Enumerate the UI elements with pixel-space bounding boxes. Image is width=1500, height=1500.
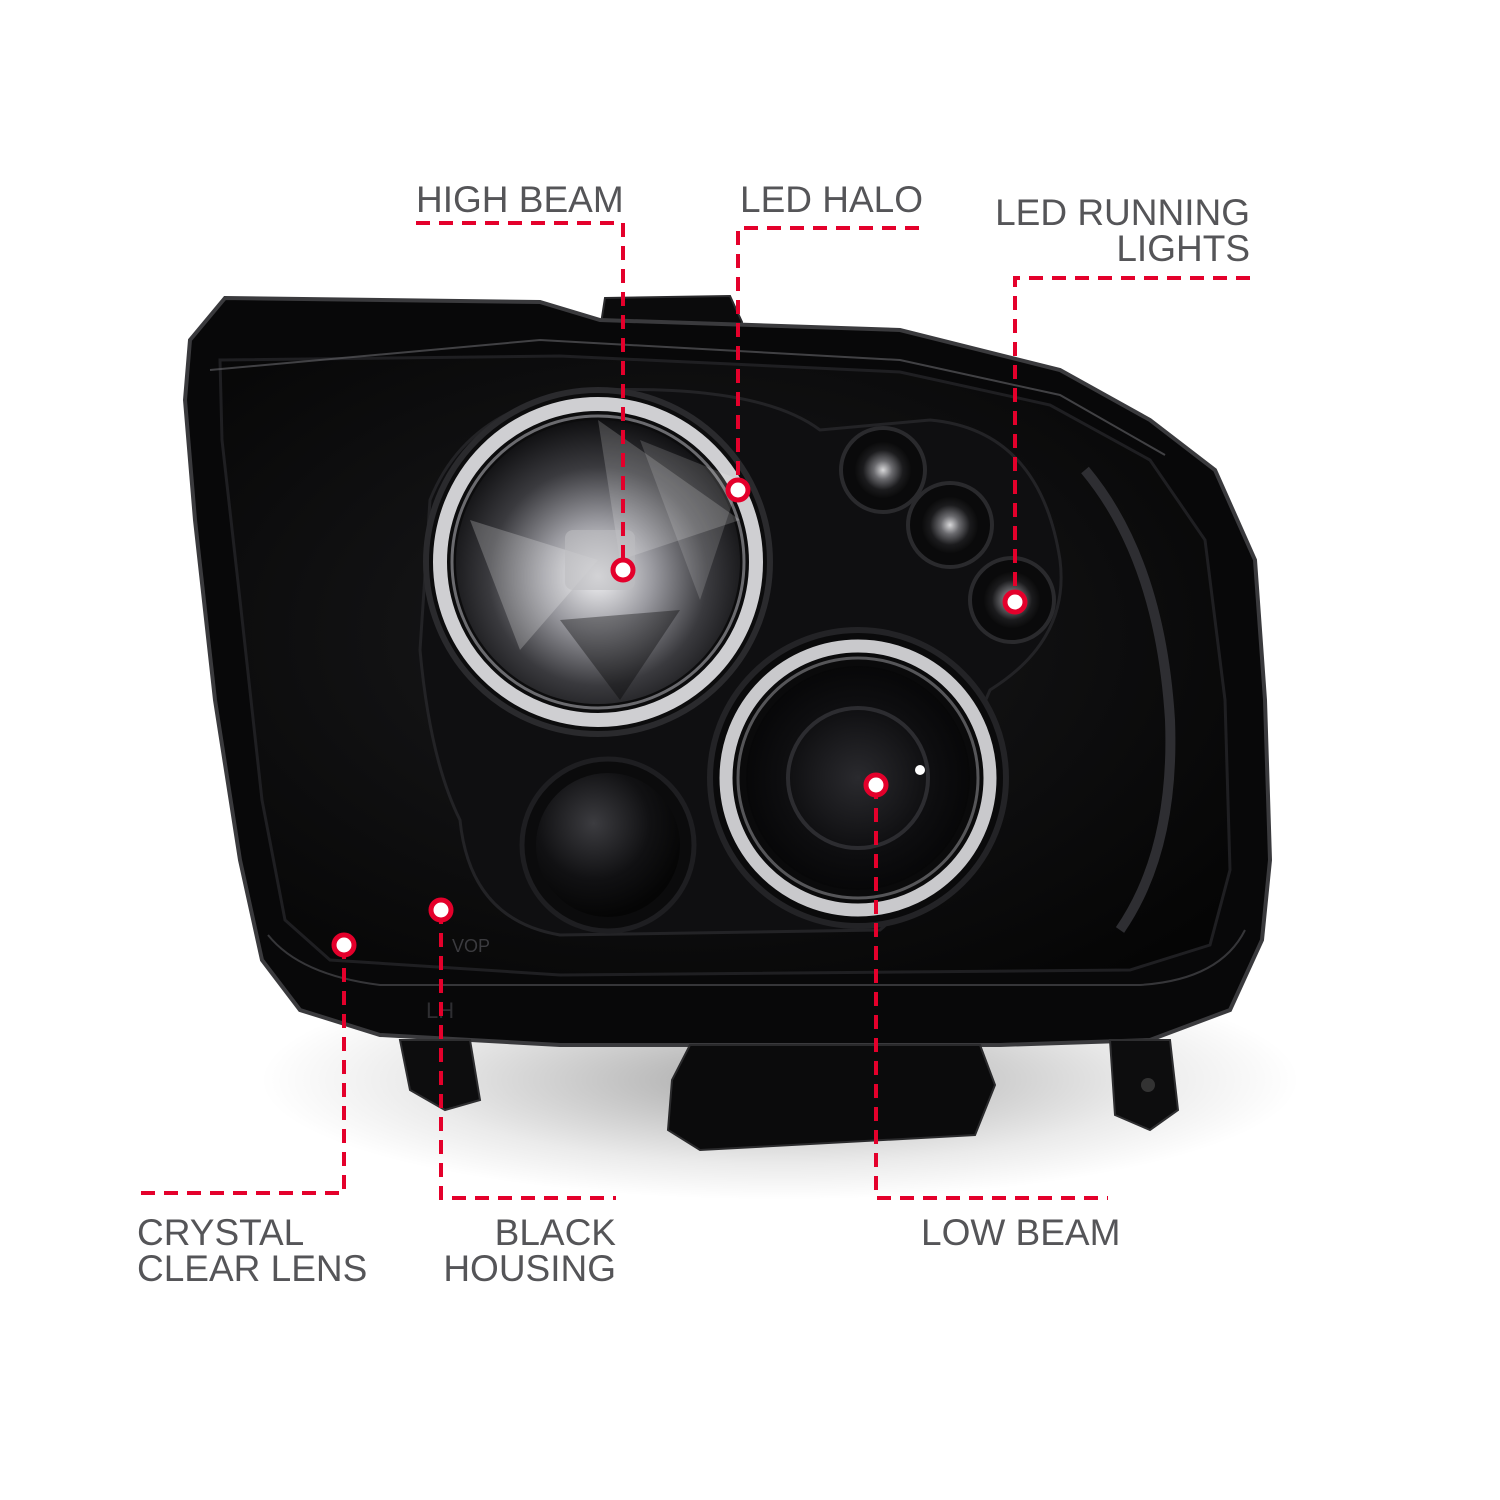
callout-dot-high-beam bbox=[610, 557, 636, 583]
low-beam-projector bbox=[707, 627, 1009, 929]
led-running-light-1 bbox=[839, 426, 927, 514]
label-led-running-line2: LIGHTS bbox=[1116, 228, 1250, 269]
label-led-running-lights: LED RUNNING LIGHTS bbox=[990, 192, 1250, 269]
label-black-housing-line2: HOUSING bbox=[443, 1248, 616, 1289]
fog-lamp-ball bbox=[519, 756, 697, 934]
callout-line-crystal-lens bbox=[137, 945, 346, 1195]
label-led-halo: LED HALO bbox=[740, 179, 924, 220]
high-beam-lamp bbox=[423, 387, 773, 737]
label-black-housing: BLACK HOUSING bbox=[420, 1212, 616, 1289]
housing-mark-vop: VOP bbox=[452, 936, 490, 956]
label-crystal-clear-lens: CRYSTAL CLEAR LENS bbox=[137, 1212, 368, 1289]
callout-line-high-beam bbox=[416, 221, 625, 568]
label-crystal-line1: CRYSTAL bbox=[137, 1212, 305, 1253]
callout-lines bbox=[137, 221, 1250, 1200]
high-beam-halo-ring bbox=[433, 397, 763, 727]
callout-dot-crystal-lens bbox=[331, 932, 357, 958]
callout-dot-led-halo bbox=[725, 477, 751, 503]
callout-line-led-halo bbox=[736, 226, 919, 488]
callout-line-black-housing bbox=[439, 910, 616, 1200]
callout-dot-led-running bbox=[1002, 589, 1028, 615]
bottom-right-tab-hole bbox=[1141, 1078, 1155, 1092]
callout-line-led-running bbox=[1013, 276, 1250, 600]
lens-edge-highlight bbox=[209, 338, 1166, 456]
low-beam-halo-ring bbox=[719, 639, 997, 917]
label-led-running-line1: LED RUNNING bbox=[995, 192, 1250, 233]
label-low-beam: LOW BEAM bbox=[921, 1212, 1121, 1253]
callout-dot-black-housing bbox=[428, 897, 454, 923]
bottom-center-tab bbox=[666, 1044, 997, 1152]
label-high-beam-text: HIGH BEAM bbox=[416, 179, 624, 220]
callout-dot-low-beam bbox=[863, 772, 889, 798]
led-running-light-2 bbox=[906, 481, 994, 569]
label-crystal-line2: CLEAR LENS bbox=[137, 1248, 368, 1289]
label-led-halo-text: LED HALO bbox=[740, 179, 924, 220]
side-reflector-strip bbox=[1081, 466, 1176, 933]
callout-dots bbox=[331, 477, 1028, 958]
label-low-beam-text: LOW BEAM bbox=[921, 1212, 1121, 1253]
label-black-housing-line1: BLACK bbox=[494, 1212, 616, 1253]
label-high-beam: HIGH BEAM bbox=[416, 179, 624, 220]
lens-bottom-highlight bbox=[267, 929, 1246, 986]
